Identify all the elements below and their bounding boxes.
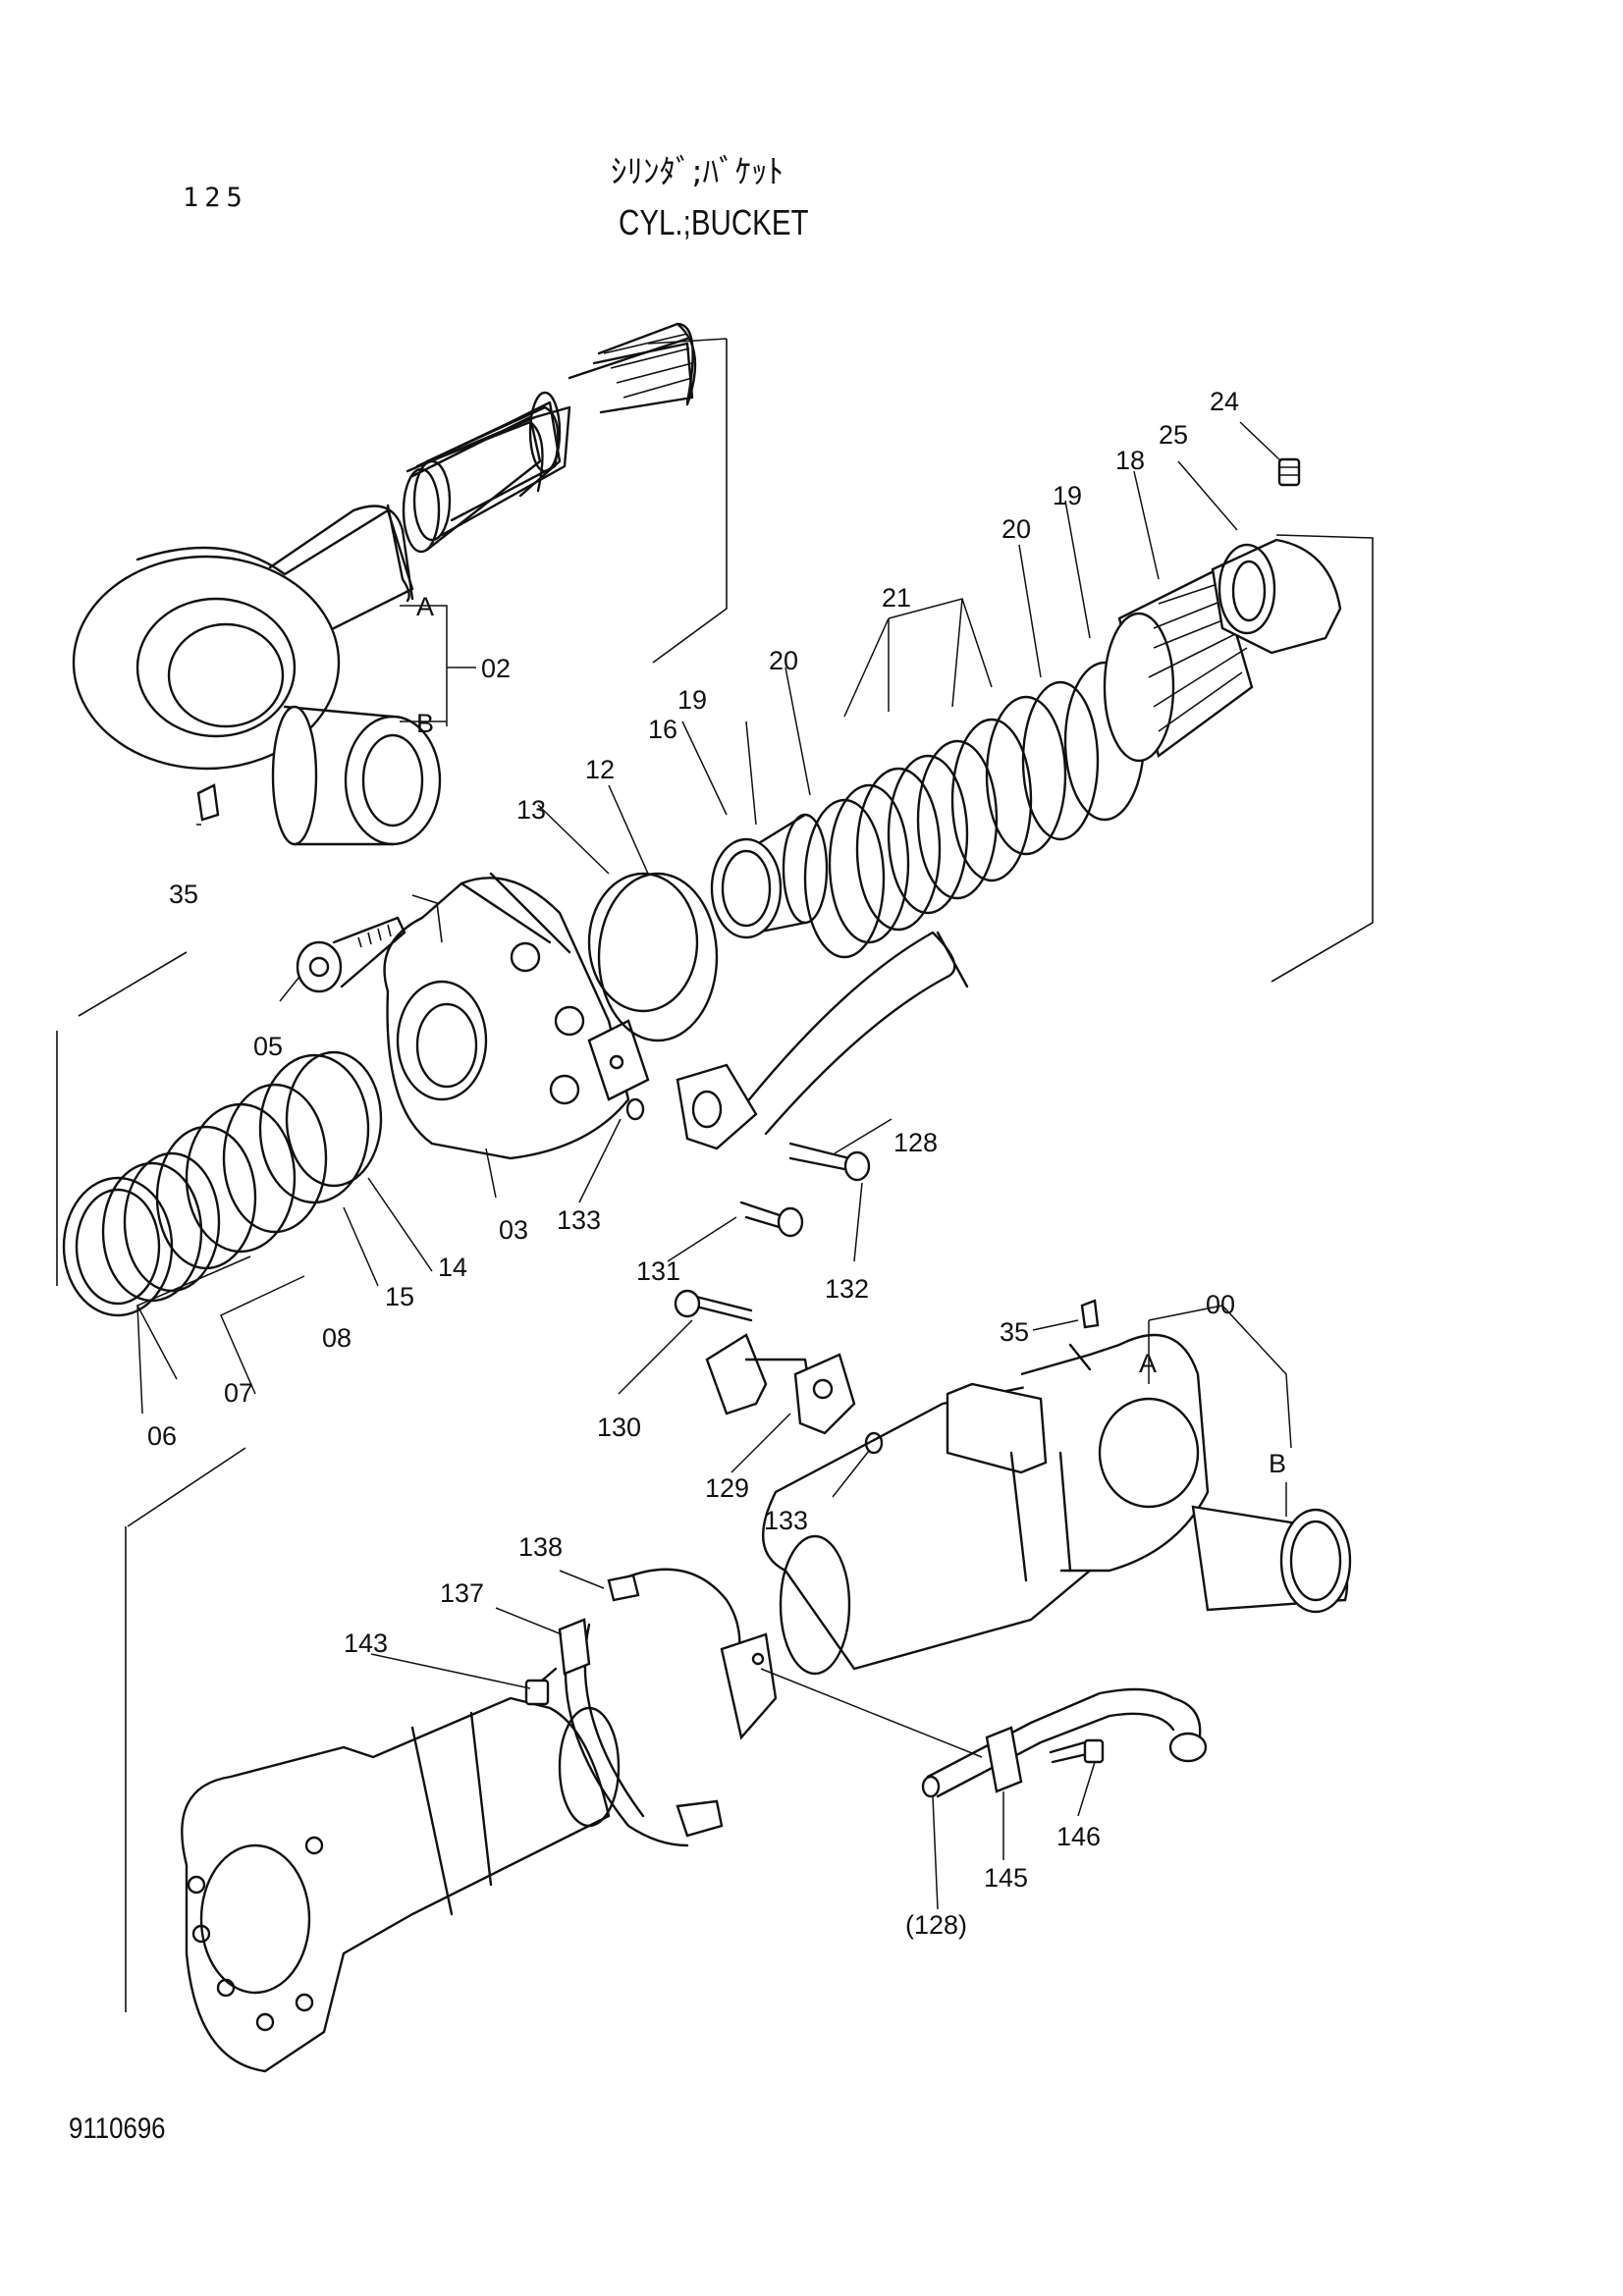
callout-20: 20 [1001, 514, 1031, 544]
bushing-lower [1191, 1505, 1352, 1614]
piston-rod-part [72, 322, 697, 771]
bolt-05 [296, 916, 406, 993]
callout-129: 129 [705, 1473, 749, 1503]
callout-14: 14 [438, 1253, 467, 1282]
callout-A-tube: A [1139, 1349, 1157, 1378]
bushing-16 [710, 813, 829, 939]
callout-131: 131 [636, 1256, 680, 1286]
leader-lines [135, 421, 1292, 1910]
piston-rings [803, 661, 1146, 959]
callout-145: 145 [984, 1863, 1028, 1893]
callout-146: 146 [1056, 1822, 1101, 1851]
screw-143 [524, 1667, 558, 1706]
callout-18: 18 [1115, 446, 1145, 475]
callout-128-paren: (128) [905, 1910, 967, 1940]
callout-21: 21 [882, 583, 911, 613]
callout-24: 24 [1210, 387, 1239, 416]
callout-B-tube: B [1269, 1449, 1286, 1478]
callout-35-upper: 35 [169, 880, 198, 909]
callout-16: 16 [648, 715, 677, 744]
callout-08: 08 [322, 1323, 352, 1353]
callout-13: 13 [516, 795, 546, 825]
callout-35-lower: 35 [1000, 1317, 1029, 1347]
nut-25 [1211, 538, 1342, 655]
callout-128: 128 [893, 1128, 938, 1157]
setscrew-24 [1277, 457, 1301, 487]
grease-fitting-35 [1080, 1299, 1100, 1329]
callout-19-second: 19 [677, 685, 707, 715]
cylinder-bottom-part [181, 1696, 621, 2073]
callout-12: 12 [585, 755, 615, 784]
callout-132: 132 [825, 1274, 869, 1304]
bushing-upper [271, 705, 442, 846]
callout-03: 03 [499, 1215, 528, 1245]
title-english: CYL.;BUCKET [619, 202, 809, 242]
callout-133-lower: 133 [764, 1506, 808, 1535]
callout-138: 138 [518, 1532, 563, 1562]
callout-A-rod: A [416, 592, 434, 621]
callout-20-second: 20 [769, 646, 798, 675]
callout-B-rod: B [416, 709, 434, 738]
title-japanese: ｼﾘﾝﾀﾞ;ﾊﾞｹｯﾄ [611, 152, 784, 190]
cylinder-tube-00 [761, 1333, 1210, 1676]
callout-07: 07 [224, 1378, 253, 1408]
callout-133-upper: 133 [557, 1205, 601, 1235]
ring-12-13 [587, 872, 719, 1042]
callout-143: 143 [344, 1629, 388, 1658]
piston-18 [1103, 567, 1254, 763]
bolts-131-132 [739, 1142, 871, 1238]
callout-00: 00 [1206, 1290, 1235, 1319]
cylinder-head-part [383, 872, 650, 1160]
page-number: 125 [183, 183, 248, 213]
callout-19: 19 [1053, 481, 1082, 510]
pipe-128 [625, 931, 969, 1150]
callout-02: 02 [481, 654, 511, 683]
callout-05: 05 [253, 1032, 283, 1061]
grease-fitting-35-upper [196, 783, 220, 822]
drawing-number: 9110696 [69, 2112, 166, 2145]
elbow-fitting-129-130 [674, 1289, 884, 1455]
callout-130: 130 [597, 1413, 641, 1442]
callout-137: 137 [440, 1578, 484, 1608]
callout-15: 15 [385, 1282, 414, 1311]
callout-06: 06 [147, 1421, 177, 1451]
callout-labels: 24 25 18 19 20 21 20 19 16 12 13 A B 02 … [147, 387, 1286, 1940]
gland-seals [62, 1050, 383, 1317]
callout-25: 25 [1159, 420, 1188, 450]
clamp-bands-137-138 [558, 1568, 778, 1847]
pipe-clip-145-146 [921, 1687, 1208, 1798]
